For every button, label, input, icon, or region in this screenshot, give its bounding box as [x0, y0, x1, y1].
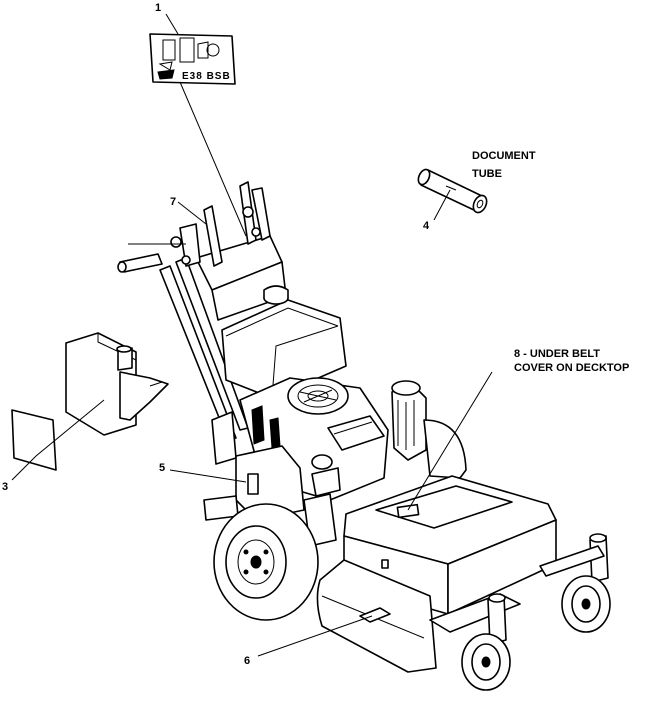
- callout-6: 6: [244, 655, 250, 667]
- handle-assembly: [117, 181, 287, 441]
- svg-text:7: 7: [170, 196, 176, 208]
- callout-7: 7: [170, 196, 176, 208]
- callout-5: 5: [159, 462, 165, 474]
- decal-item-3: [11, 409, 57, 471]
- leader-lines: [11, 13, 493, 657]
- svg-text:DOCUMENT: DOCUMENT: [472, 150, 536, 162]
- decal-panel: E38 BSB: [149, 33, 236, 85]
- svg-text:6: 6: [244, 655, 250, 667]
- left-drive-wheel: [213, 503, 319, 621]
- decal-row-text: E38 BSB: [182, 71, 231, 82]
- callout-1: 1: [155, 2, 161, 14]
- svg-text:5: 5: [159, 462, 165, 474]
- note-under-belt: COVER ON DECKTOP: [514, 362, 629, 374]
- caster-wheel-right: [561, 533, 611, 633]
- svg-text:E38 BSB: E38 BSB: [182, 71, 231, 82]
- caster-arm-right: [539, 545, 605, 577]
- callout-8: 8 - UNDER BELT: [514, 348, 600, 360]
- svg-text:TUBE: TUBE: [472, 168, 502, 180]
- callout-3: 3: [2, 481, 8, 493]
- mower-deck: [316, 475, 557, 673]
- document-tube: [417, 168, 488, 214]
- svg-text:COVER ON DECKTOP: COVER ON DECKTOP: [514, 362, 629, 374]
- note-document-tube: DOCUMENT TUBE: [472, 150, 536, 180]
- svg-text:4: 4: [423, 220, 430, 232]
- callout-4: 4: [423, 220, 430, 232]
- caster-wheel-left: [461, 593, 511, 691]
- svg-text:3: 3: [2, 481, 8, 493]
- frame: [203, 411, 337, 547]
- svg-text:8 - UNDER BELT: 8 - UNDER BELT: [514, 348, 600, 360]
- svg-text:1: 1: [155, 2, 161, 14]
- engine-side-box: [65, 332, 169, 436]
